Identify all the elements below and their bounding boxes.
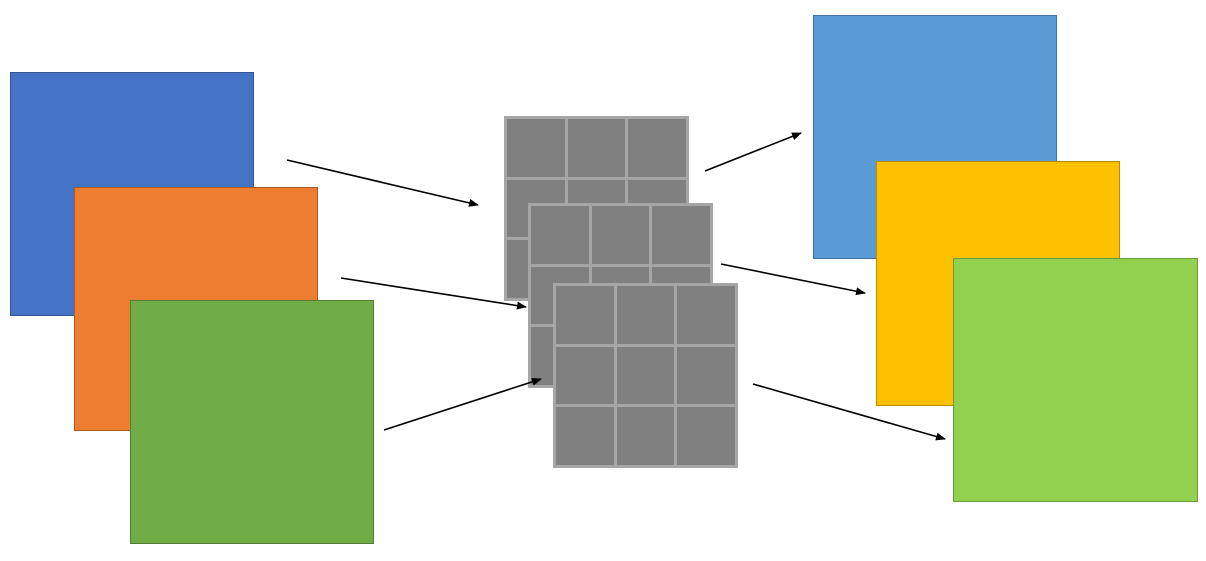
input-square-green (130, 300, 374, 544)
filter-cell (616, 407, 675, 465)
arrow-filter-2-to-output-yellow (720, 263, 866, 296)
filter-cell (616, 346, 675, 405)
filter-cell (652, 206, 710, 264)
filter-cell (616, 286, 675, 344)
filter-cell (567, 119, 626, 177)
filter-cell (556, 286, 614, 344)
filter-cell (556, 346, 614, 405)
filter-grid-3 (553, 283, 738, 468)
arrow-filter-1-to-output-blue (704, 132, 802, 172)
filter-cell (507, 119, 565, 177)
output-square-green (953, 258, 1198, 502)
filter-cell (677, 346, 735, 405)
filter-cell (677, 407, 735, 465)
filter-cell (531, 206, 589, 264)
filter-cell (591, 206, 650, 264)
arrow-input-green-to-filter-3 (383, 377, 542, 431)
filter-cell (628, 119, 686, 177)
filter-cell (677, 286, 735, 344)
filter-cell (556, 407, 614, 465)
